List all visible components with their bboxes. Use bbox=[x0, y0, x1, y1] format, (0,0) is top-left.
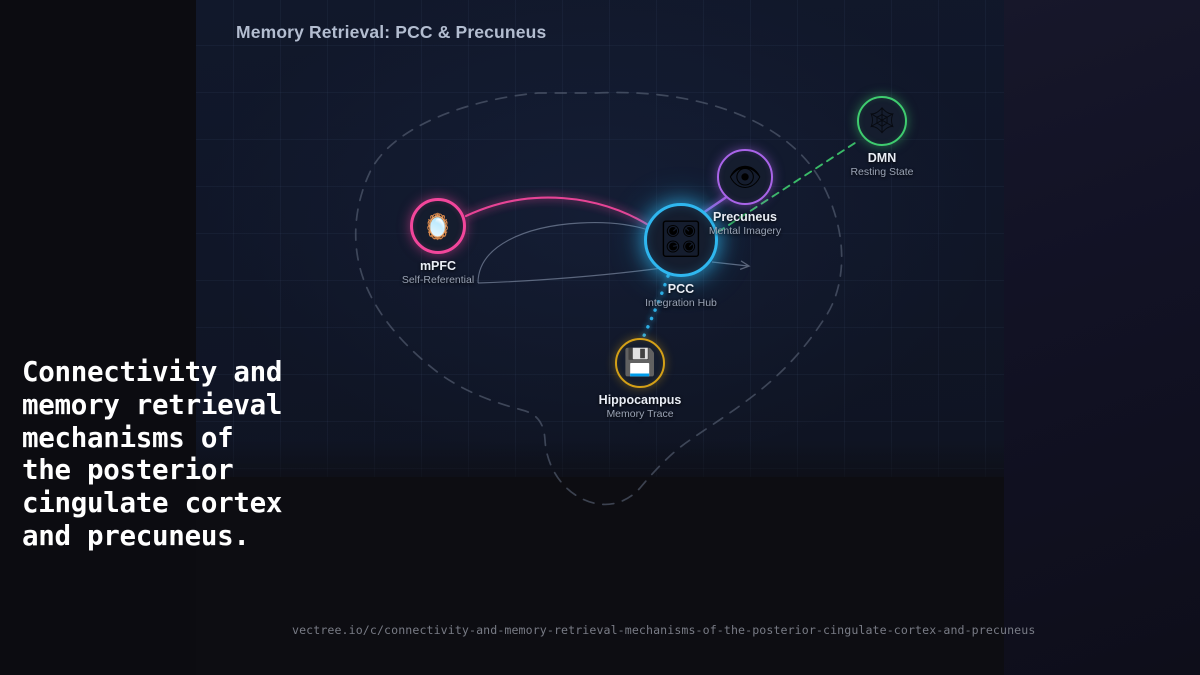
node-label-pcc: PCC bbox=[667, 282, 695, 296]
node-ring-hippocampus: 💾 bbox=[615, 338, 665, 388]
node-label-group-hippocampus: Hippocampus Memory Trace bbox=[599, 393, 682, 420]
node-label-precuneus: Precuneus bbox=[713, 210, 777, 224]
node-sublabel-hippocampus: Memory Trace bbox=[606, 408, 674, 420]
node-ring-mpfc: 🪞 bbox=[410, 198, 466, 254]
node-label-hippocampus: Hippocampus bbox=[598, 393, 682, 407]
node-sublabel-pcc: Integration Hub bbox=[645, 297, 717, 309]
node-ring-dmn: 🕸 bbox=[857, 96, 907, 146]
node-label-group-mpfc: mPFC Self-Referential bbox=[402, 259, 474, 286]
page-headline: Connectivity and memory retrieval mechan… bbox=[22, 356, 283, 552]
eye-icon: 👁 bbox=[727, 161, 763, 193]
node-label-group-precuneus: Precuneus Mental Imagery bbox=[709, 210, 781, 237]
node-sublabel-dmn: Resting State bbox=[850, 166, 914, 178]
node-label-mpfc: mPFC bbox=[419, 259, 457, 273]
mirror-icon: 🪞 bbox=[422, 211, 454, 241]
control-knobs-icon: 🎛 bbox=[658, 219, 704, 260]
node-sublabel-mpfc: Self-Referential bbox=[401, 274, 475, 286]
right-ambient-panel bbox=[1004, 0, 1200, 675]
node-label-dmn: DMN bbox=[867, 151, 897, 165]
footer-url: vectree.io/c/connectivity-and-memory-ret… bbox=[292, 623, 1036, 637]
node-ring-pcc: 🎛 bbox=[644, 203, 718, 277]
node-label-group-pcc: PCC Integration Hub bbox=[645, 282, 717, 309]
spider-web-icon: 🕸 bbox=[865, 106, 899, 136]
floppy-disk-icon: 💾 bbox=[623, 348, 657, 378]
node-sublabel-precuneus: Mental Imagery bbox=[708, 225, 782, 237]
left-sidebar bbox=[0, 0, 196, 675]
node-label-group-dmn: DMN Resting State bbox=[850, 151, 913, 178]
graph-title: Memory Retrieval: PCC & Precuneus bbox=[236, 22, 547, 42]
node-ring-precuneus: 👁 bbox=[717, 149, 773, 205]
